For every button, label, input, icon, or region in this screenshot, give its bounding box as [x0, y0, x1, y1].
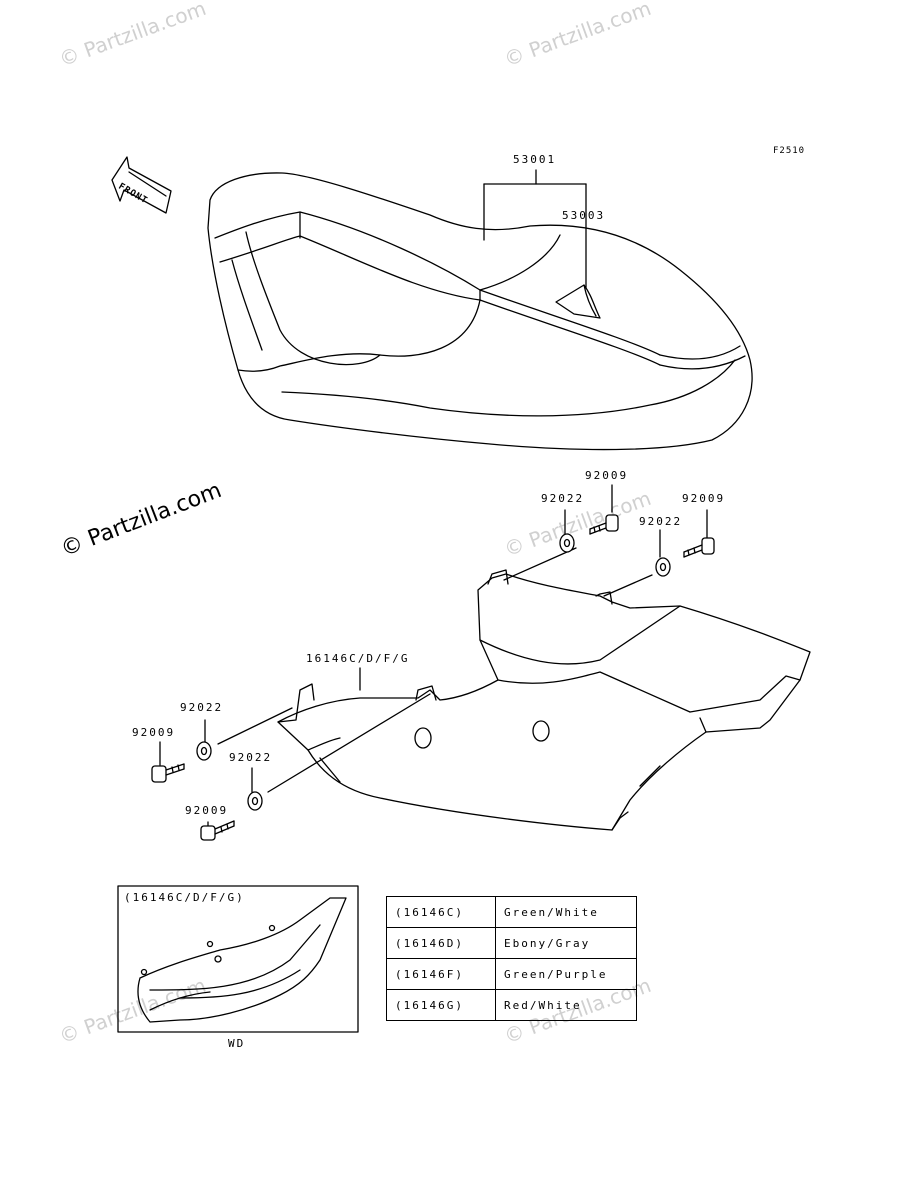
inset-box — [117, 885, 359, 1033]
washer-top-left-icon — [559, 533, 575, 553]
fastener-leaders — [159, 484, 708, 827]
callout-bolt-top-right: 92009 — [682, 492, 726, 505]
color-table-row: (16146F)Green/Purple — [386, 958, 637, 990]
color-code-cell: (16146C) — [386, 896, 496, 928]
seat-drawing — [207, 172, 753, 451]
front-arrow-icon — [111, 156, 172, 214]
washer-left-lower-icon — [247, 791, 263, 811]
color-code-cell: (16146D) — [386, 927, 496, 959]
callout-seat-cover: 53003 — [562, 209, 606, 222]
bolt-left-upper-icon — [151, 763, 185, 783]
callout-washer-top-right: 92022 — [639, 515, 683, 528]
inset-caption: WD — [228, 1037, 246, 1050]
callout-seat-assy: 53001 — [513, 153, 557, 166]
color-code-cell: (16146F) — [386, 958, 496, 990]
bolt-left-lower-icon — [200, 820, 235, 841]
color-table-row: (16146C)Green/White — [386, 896, 637, 928]
callout-washer-left-lower: 92022 — [229, 751, 273, 764]
inset-title: (16146C/D/F/G) — [124, 891, 245, 904]
seat-cover-patch — [555, 284, 601, 319]
callout-bolt-left-lower: 92009 — [185, 804, 229, 817]
callout-bolt-top-center: 92009 — [585, 469, 629, 482]
callout-side-cover: 16146C/D/F/G — [306, 652, 410, 665]
bolt-top-center-icon — [589, 514, 619, 535]
color-name-cell: Red/White — [495, 989, 637, 1021]
washer-left-upper-icon — [196, 741, 212, 761]
color-table-row: (16146G)Red/White — [386, 989, 637, 1021]
color-name-cell: Ebony/Gray — [495, 927, 637, 959]
callout-bolt-left-upper: 92009 — [132, 726, 176, 739]
bolt-top-right-icon — [683, 537, 715, 558]
color-table-row: (16146D)Ebony/Gray — [386, 927, 637, 959]
callout-washer-left-upper: 92022 — [180, 701, 224, 714]
color-code-cell: (16146G) — [386, 989, 496, 1021]
figure-code: F2510 — [773, 146, 806, 156]
washer-top-right-icon — [655, 557, 671, 577]
side-cover-drawing — [277, 569, 811, 831]
callout-washer-top-left: 92022 — [541, 492, 585, 505]
seat-leaders — [483, 169, 587, 289]
color-name-cell: Green/White — [495, 896, 637, 928]
color-name-cell: Green/Purple — [495, 958, 637, 990]
color-table: (16146C)Green/White(16146D)Ebony/Gray(16… — [386, 896, 637, 1021]
